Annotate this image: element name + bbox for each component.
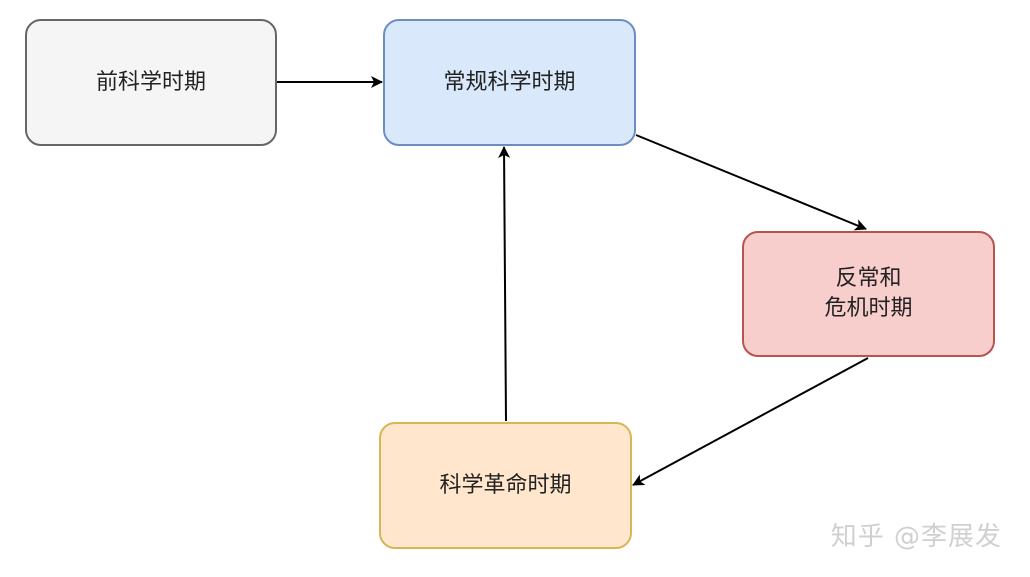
anomaly-crisis-label: 反常和 危机时期 (824, 266, 913, 321)
normal-science-node: 常规科学时期 (383, 19, 636, 146)
arrow-normal-science-to-anomaly-crisis (635, 134, 867, 231)
pre-science-node: 前科学时期 (25, 19, 277, 146)
arrow-anomaly-crisis-to-scientific-revolution (632, 357, 869, 486)
normal-science-label: 常规科学时期 (443, 69, 576, 95)
watermark-text: 知乎 @李展发 (830, 522, 1002, 552)
pre-science-label: 前科学时期 (95, 69, 206, 95)
scientific-revolution-node: 科学革命时期 (379, 422, 632, 549)
arrow-scientific-revolution-to-normal-science (498, 146, 511, 422)
scientific-revolution-label: 科学革命时期 (439, 472, 572, 498)
anomaly-crisis-node: 反常和 危机时期 (742, 231, 995, 357)
